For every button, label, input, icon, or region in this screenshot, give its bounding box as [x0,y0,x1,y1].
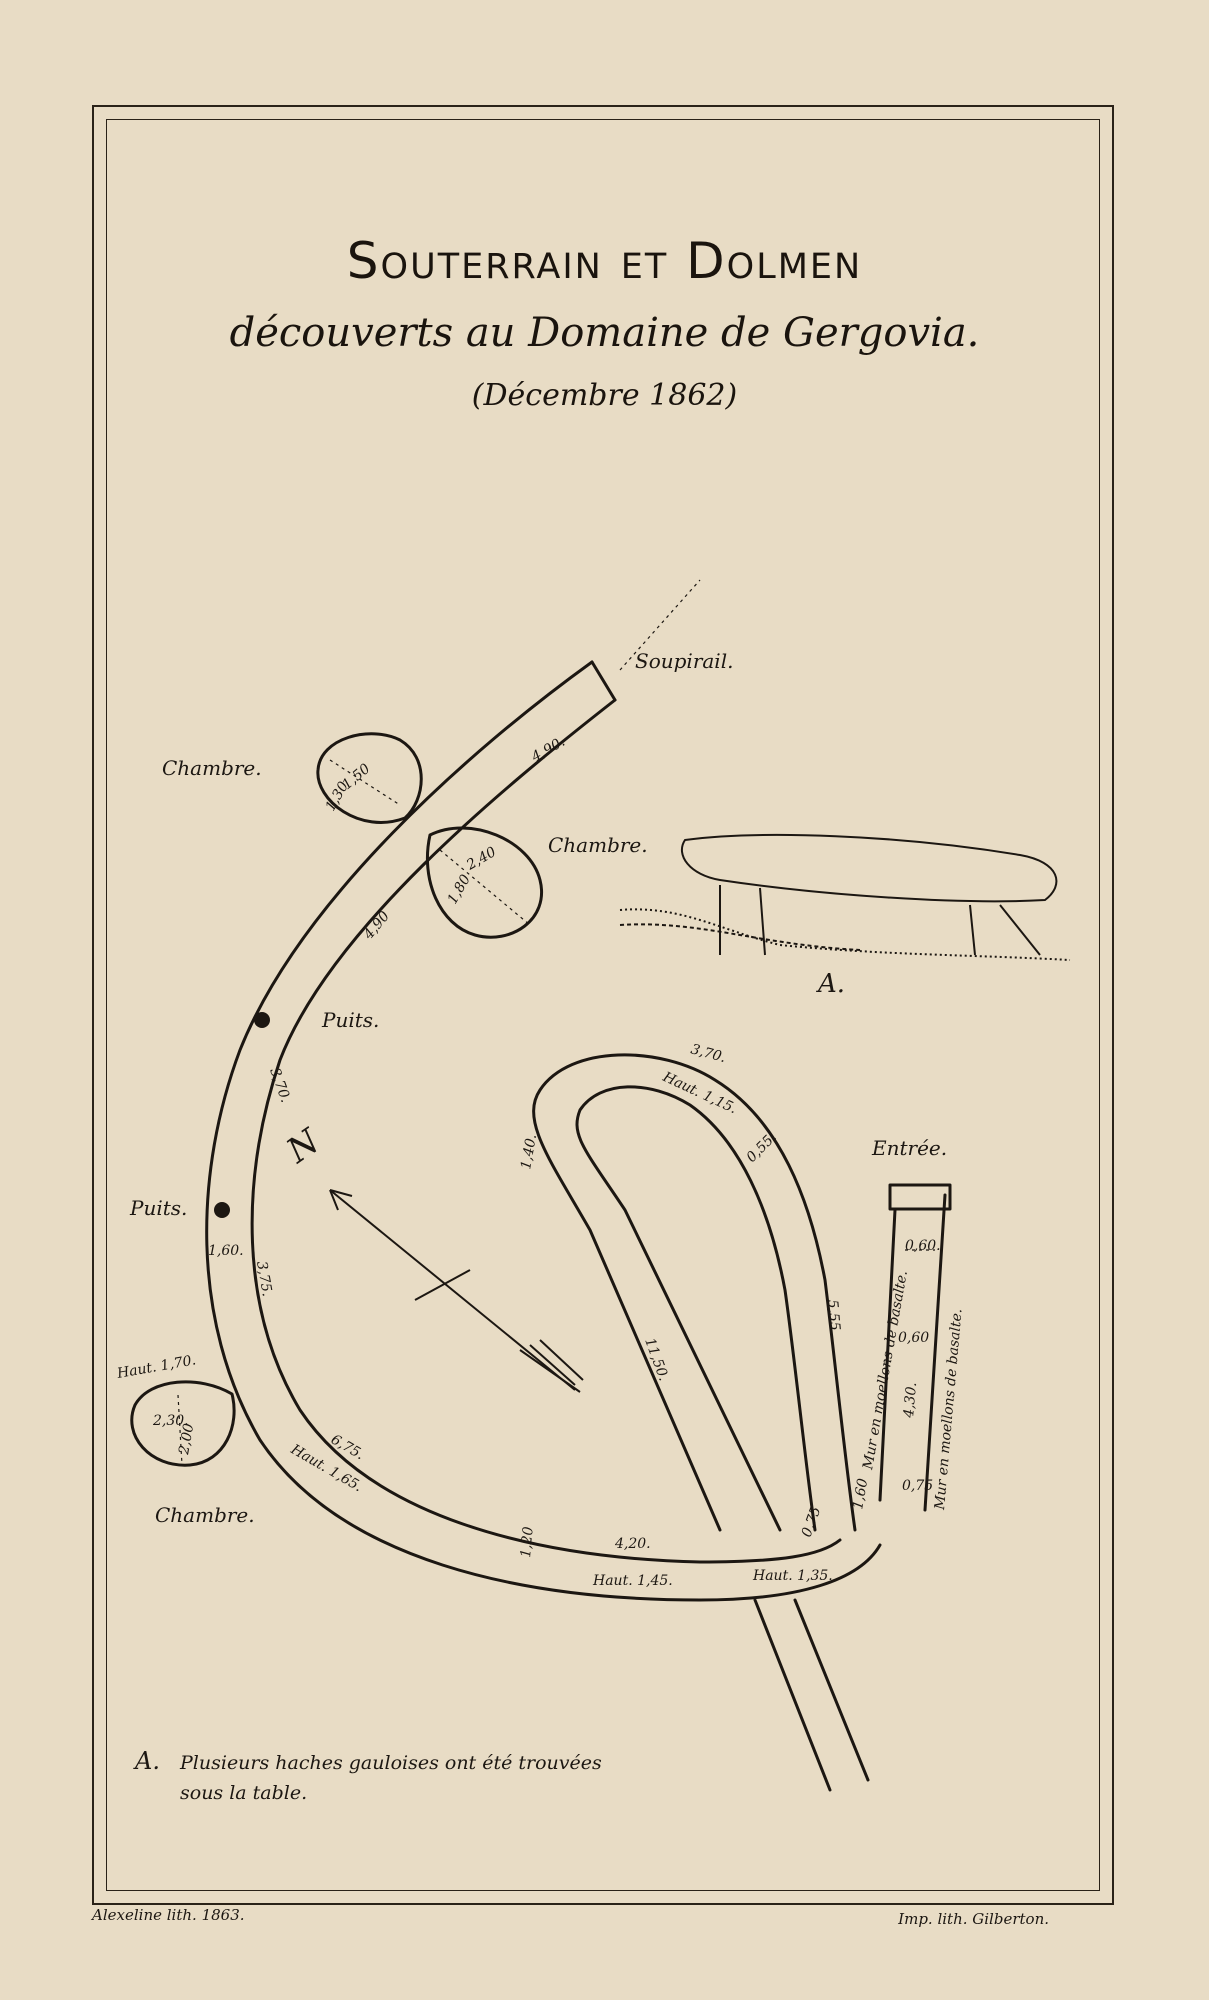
plan-subtitle: découverts au Domaine de Gergovia. [229,310,980,356]
dim-haut-1-15: Haut. 1,15. [659,1069,739,1118]
footnote-line2: sous la table. [180,1782,308,1804]
dim-haut-1-35: Haut. 1,35. [752,1568,833,1584]
soupirail-end [590,660,617,702]
dim-haut-1-45: Haut. 1,45. [592,1573,673,1589]
entrance-wall-right [923,1193,947,1512]
footnote-line1: Plusieurs haches gauloises ont été trouv… [180,1752,602,1774]
label-mur-left: Mur en moellons de basalte. [860,1269,911,1471]
label-puits-upper: Puits. [321,1008,379,1032]
dim-5-55: 5,55 [824,1299,843,1332]
entrance-steps [888,1183,952,1211]
dim-1-80: 1,80 [445,872,474,907]
dim-2-00: 2,00 [176,1422,197,1457]
loop-outer-wall [532,1053,857,1532]
dim-6-75: 6,75. [328,1432,367,1464]
dim-1-40: 1,40. [518,1133,540,1171]
dim-3-75: 3,75. [253,1260,275,1298]
dim-1-20: 1,20 [518,1526,537,1559]
footnote-letter: A. [135,1747,160,1775]
credit-printer: Imp. lith. Gilberton. [898,1910,1049,1928]
dim-0-60-b: 0,60 [898,1330,929,1346]
dim-4-30: 4,30. [901,1381,920,1419]
chamber-bottom [130,1380,236,1467]
credit-lithographer: Alexeline lith. 1863. [92,1906,245,1924]
label-north: N [279,1121,328,1172]
dim-0-55: 0,55. [744,1129,781,1166]
plan-date: (Décembre 1862) [471,378,738,413]
well-upper [254,1012,270,1028]
label-chambre-top: Chambre. [162,756,262,780]
label-chambre-bottom: Chambre. [155,1503,255,1527]
chamber-top [316,732,423,824]
north-arrow [329,1189,584,1393]
dim-4-90-mid: 4,90 [360,908,393,943]
dim-2-30: 2,30. [152,1413,189,1429]
dim-haut-1-70: Haut. 1,70. [115,1352,197,1382]
dim-3-70-left: 3,70. [266,1066,293,1105]
dolmen-sketch [619,834,1071,961]
inner-frame [106,119,1100,1891]
dim-3-70-top: 3,70. [689,1041,728,1066]
dim-2-40: 2,40 [463,844,499,874]
label-soupirail: Soupirail. [635,649,733,673]
label-chambre-mid: Chambre. [548,833,648,857]
dim-0-75-a: 0,75 [799,1505,825,1540]
footnote: A. Plusieurs haches gauloises ont été tr… [135,1746,655,1808]
soupirail-vent-line [619,579,701,671]
dim-0-75-b: 0,75 [902,1478,933,1494]
label-puits-lower: Puits. [129,1196,187,1220]
chamber-bottom-dim-line [177,1394,183,1466]
plan-title: Souterrain et Dolmen [346,232,863,290]
gallery-outer-wall [205,660,882,1602]
gallery-inner-wall [250,698,842,1564]
dim-1-60-b: 1,60 [850,1477,871,1511]
label-entree: Entrée. [871,1136,947,1160]
dim-4-20: 4,20. [614,1536,651,1552]
entrance-wall-left [878,1208,897,1502]
dim-4-90-top: 4,90. [528,734,568,766]
outer-frame [92,105,1114,1905]
loop-inner-wall [575,1085,817,1532]
dim-1-60: 1,60. [208,1243,244,1259]
label-dolmen-letter: A. [816,969,845,999]
chamber-mid-dim-line [439,849,531,926]
exit-corridor [753,1598,870,1792]
well-lower [214,1202,230,1218]
dim-0-60-a: 0,60. [905,1238,941,1254]
